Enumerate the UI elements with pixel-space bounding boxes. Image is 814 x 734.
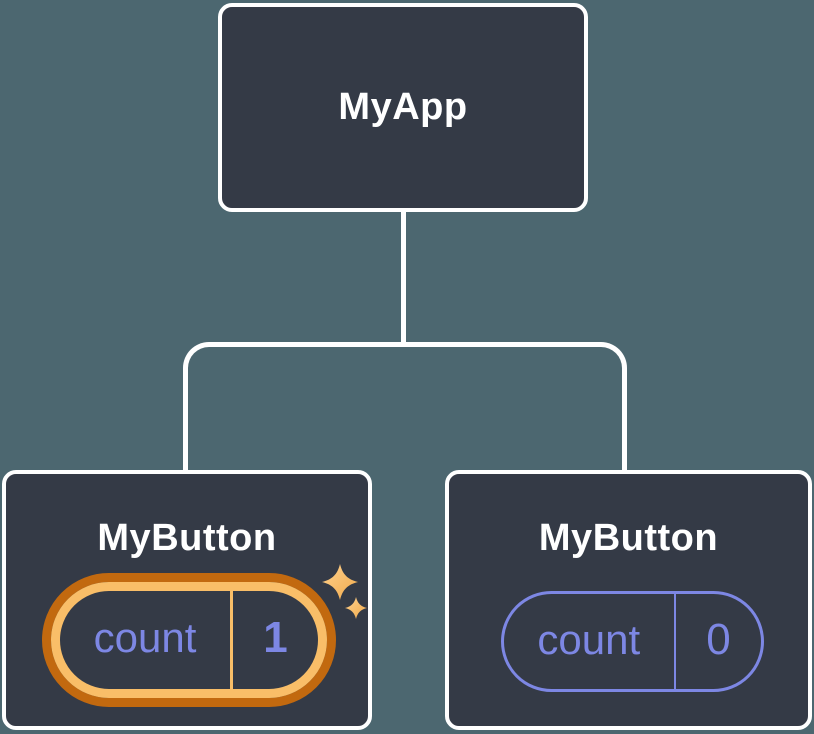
state-value: 1 bbox=[263, 613, 288, 662]
connector-branch-bracket bbox=[183, 342, 627, 473]
state-divider bbox=[230, 591, 233, 689]
connector-root-line bbox=[401, 210, 406, 344]
state-key-label: count bbox=[537, 615, 641, 663]
state-divider bbox=[673, 594, 676, 689]
sparkle-icon bbox=[322, 564, 358, 600]
sparkle-icon bbox=[345, 597, 367, 619]
state-badge-inner-ring: count 1 bbox=[51, 582, 327, 698]
state-badge: count 0 bbox=[501, 591, 764, 692]
tree-node-mybutton-right: MyButton count 0 bbox=[445, 470, 812, 730]
state-key-label: count bbox=[93, 614, 197, 661]
state-value: 0 bbox=[706, 614, 731, 664]
node-label: MyButton bbox=[538, 517, 719, 559]
tree-node-mybutton-left: MyButton count 1 bbox=[2, 470, 372, 730]
tree-node-myapp: MyApp bbox=[218, 3, 588, 212]
node-label: MyButton bbox=[97, 517, 277, 559]
state-badge-highlighted: count 1 bbox=[42, 573, 336, 707]
node-label: MyApp bbox=[338, 86, 468, 128]
